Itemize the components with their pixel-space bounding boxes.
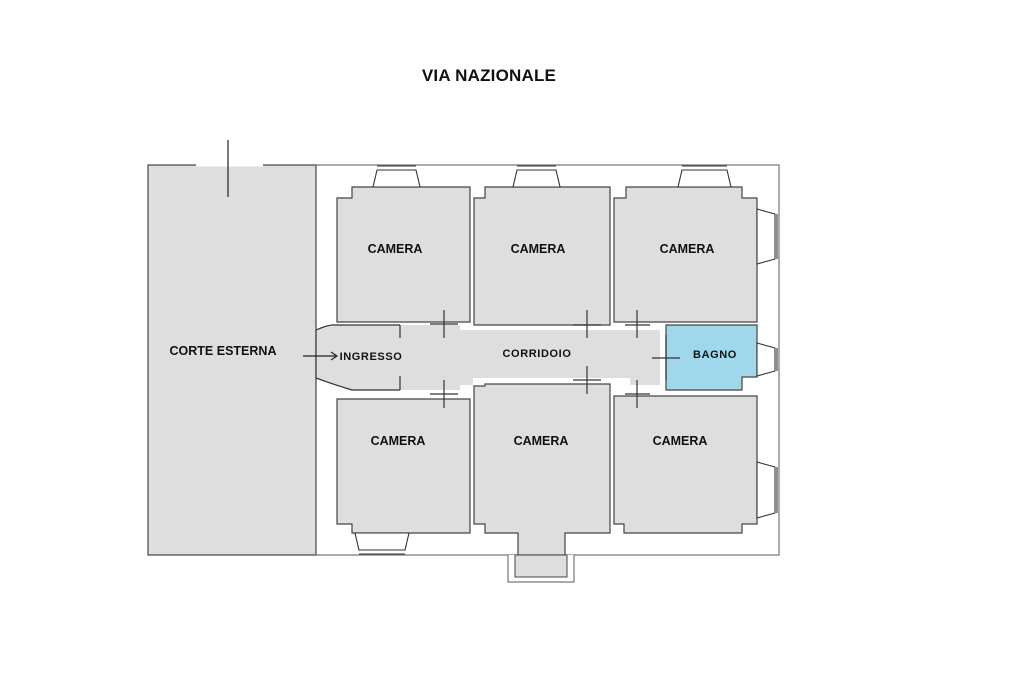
corridor-area [316,325,660,390]
window-right-bottom [756,461,778,519]
room-bagno[interactable] [665,324,758,391]
room-camera-top-center[interactable] [473,186,611,326]
room-camera-bottom-right[interactable] [613,395,758,534]
window-top-right [677,165,732,188]
window-top-center [512,165,561,188]
label-camera-bottom-right: CAMERA [652,434,708,448]
label-bagno: BAGNO [693,349,737,361]
room-camera-top-right[interactable] [613,186,758,323]
courtyard-area [147,164,317,556]
label-camera-top-left: CAMERA [367,242,423,256]
label-camera-top-right: CAMERA [659,242,715,256]
label-corridoio: CORRIDOIO [502,348,572,360]
label-camera-bottom-center: CAMERA [513,434,569,448]
room-camera-bottom-center[interactable] [473,383,611,556]
window-right-bagno [756,342,778,377]
window-bottom-left [354,532,410,555]
entrance-arrow-icon [303,351,339,361]
corridor-walls [315,310,680,408]
window-top-left [372,165,421,188]
label-ingresso: INGRESSO [339,351,403,363]
label-camera-bottom-left: CAMERA [370,434,426,448]
label-camera-top-center: CAMERA [510,242,566,256]
balcony-floor [514,554,568,578]
street-name-title: VIA NAZIONALE [421,66,557,85]
room-camera-top-left[interactable] [336,186,471,323]
window-right-top [756,208,778,265]
label-corte-esterna: CORTE ESTERNA [169,344,277,358]
room-camera-bottom-left[interactable] [336,398,471,534]
